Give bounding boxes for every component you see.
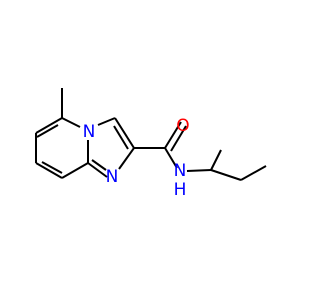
bond-ring-c5-c6 [35, 117, 63, 134]
bond-ring-n1-c8a [87, 162, 108, 178]
bond-carbonyl-o-1 [164, 121, 182, 149]
bond-ring-c5-c6-inner [36, 124, 59, 138]
bond-carbonyl-o-2 [170, 125, 187, 152]
atom-amide-nitrogen: N [174, 161, 187, 181]
bond-ring-c7-c8 [35, 162, 63, 179]
atom-oxygen: O [176, 116, 189, 136]
bond-ring-n4-c3 [97, 117, 116, 126]
bond-ring-c3-c2-inner [113, 125, 129, 150]
molecule-structure: O N N N H [35, 88, 267, 200]
bond-carbonyl-n [164, 147, 178, 169]
bond-ring-n1-c8a-inner [91, 159, 107, 171]
bond-ring-c8-c8a [61, 162, 89, 179]
bond-ch-ch3 [210, 149, 222, 171]
bond-ring-n4-c5 [61, 117, 81, 128]
bond-ring-c2-n1 [118, 147, 135, 170]
bond-ch-ch2 [210, 169, 242, 181]
atom-ring-nitrogen: N [83, 122, 96, 142]
atom-amide-hydrogen: H [174, 180, 187, 200]
bond-ch2-ch3 [240, 165, 267, 181]
atom-imidazole-nitrogen: N [106, 167, 119, 187]
molecule-canvas: O N N N H [35, 88, 267, 200]
bond-ring-c7-c8-inner [41, 161, 63, 174]
bond-ring-c3-c2 [114, 117, 135, 149]
bond-n-ch [186, 169, 212, 172]
